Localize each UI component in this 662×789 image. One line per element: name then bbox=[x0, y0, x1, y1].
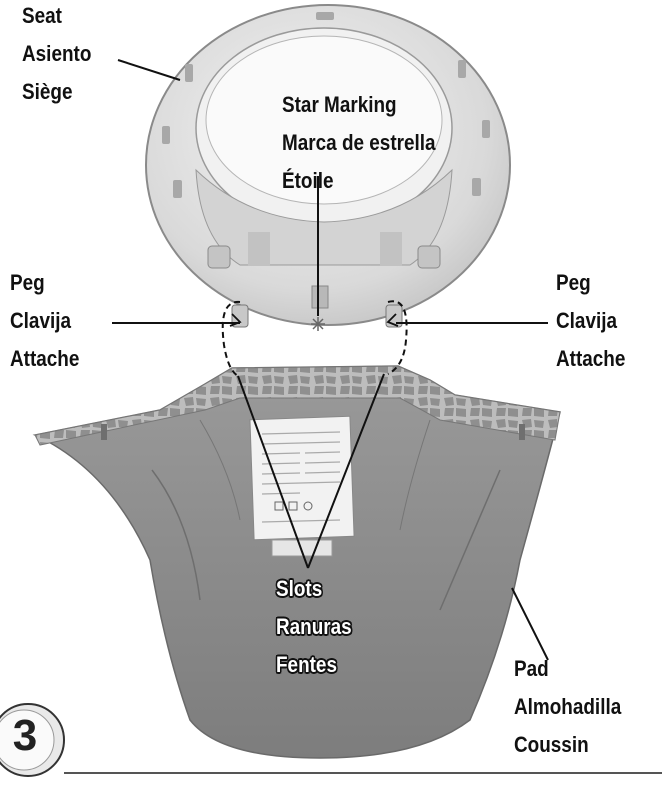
star-marking-label: Star Marking Marca de estrella Étoile bbox=[282, 86, 436, 200]
seat-label-fr: Siège bbox=[22, 73, 91, 111]
peg-left-label: Peg Clavija Attache bbox=[10, 264, 79, 378]
peg-left-label-es: Clavija bbox=[10, 302, 79, 340]
peg-right-label: Peg Clavija Attache bbox=[556, 264, 625, 378]
peg-right-label-fr: Attache bbox=[556, 340, 625, 378]
peg-left-label-en: Peg bbox=[10, 264, 79, 302]
pad-label-es: Almohadilla bbox=[514, 688, 621, 726]
seat-label: Seat Asiento Siège bbox=[22, 0, 91, 111]
step-number: 3 bbox=[8, 706, 42, 766]
pad-label-fr: Coussin bbox=[514, 726, 621, 764]
seat-leader bbox=[118, 60, 180, 80]
star-marking-icon bbox=[311, 317, 325, 331]
seat-label-es: Asiento bbox=[22, 35, 91, 73]
slots-label-fr: Fentes bbox=[276, 646, 352, 684]
slots-label-es: Ranuras bbox=[276, 608, 352, 646]
seat-label-en: Seat bbox=[22, 0, 91, 35]
peg-right-label-es: Clavija bbox=[556, 302, 625, 340]
star-marking-label-en: Star Marking bbox=[282, 86, 436, 124]
star-marking-label-fr: Étoile bbox=[282, 162, 436, 200]
care-label-tag bbox=[250, 416, 354, 556]
pad-label: Pad Almohadilla Coussin bbox=[514, 650, 621, 764]
peg-right-label-en: Peg bbox=[556, 264, 625, 302]
slots-label-en: Slots bbox=[276, 570, 352, 608]
slots-label: Slots Ranuras Fentes bbox=[276, 570, 352, 684]
star-marking-label-es: Marca de estrella bbox=[282, 124, 436, 162]
peg-left-label-fr: Attache bbox=[10, 340, 79, 378]
pad-label-en: Pad bbox=[514, 650, 621, 688]
footer-rule bbox=[64, 772, 662, 774]
seat-pad bbox=[35, 366, 560, 758]
